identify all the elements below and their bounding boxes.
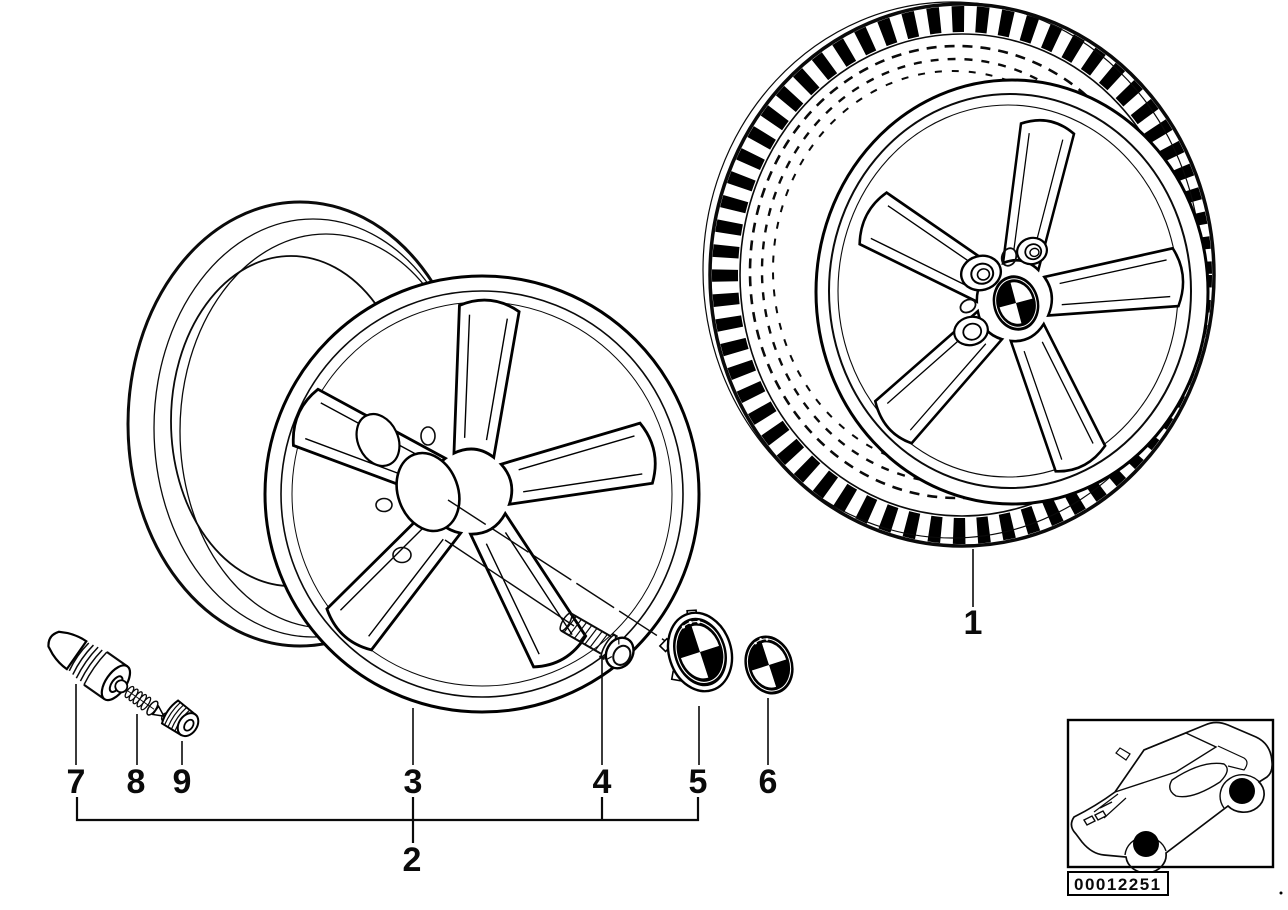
- wheel-bolt-part4: [559, 612, 635, 670]
- stray-dot: [1279, 891, 1283, 895]
- axis-line-to-cap: [447, 499, 671, 645]
- hub-cap-part5: [658, 609, 734, 693]
- alloy-rim-exploded-part2-3: [126, 200, 701, 714]
- wheel-tire-assembly-part1: [702, 1, 1216, 548]
- bmw-roundel-icon: [672, 617, 728, 687]
- callout-3[interactable]: 3: [404, 763, 423, 801]
- car-silhouette-icon: [1070, 721, 1273, 874]
- group-bracket: [75, 797, 700, 843]
- bmw-roundel-icon: [992, 275, 1040, 331]
- callout-9[interactable]: 9: [173, 763, 192, 801]
- lug-nut: [959, 254, 1003, 292]
- lug-nut: [1016, 236, 1048, 266]
- axis-line-to-bolt: [444, 539, 575, 627]
- valve-hole: [1000, 247, 1018, 267]
- callout-1[interactable]: 1: [964, 604, 983, 642]
- callout-4[interactable]: 4: [593, 763, 612, 801]
- diagram-number: 00012251: [1074, 875, 1162, 894]
- car-position-thumbnail: [1066, 718, 1275, 874]
- rim-face-spoked: [263, 274, 701, 714]
- diagram-number-box: 00012251: [1067, 871, 1169, 896]
- lug-nut: [953, 315, 989, 347]
- callout-5[interactable]: 5: [689, 763, 708, 801]
- callout-7[interactable]: 7: [67, 763, 86, 801]
- callout-6[interactable]: 6: [759, 763, 778, 801]
- car-rear-wheel-marker: [1229, 778, 1255, 804]
- callout-leader-lines: [75, 549, 974, 843]
- callout-8[interactable]: 8: [127, 763, 146, 801]
- hub-bore: [395, 451, 461, 533]
- bmw-roundel-icon: [744, 635, 794, 695]
- valve-cap-part9: [160, 699, 200, 738]
- car-front-wheel-marker: [1133, 831, 1159, 857]
- bmw-emblem-part6: [744, 635, 794, 695]
- lug-hole: [355, 413, 401, 467]
- callout-2[interactable]: 2: [403, 841, 422, 879]
- tire-outer-edge: [708, 2, 1216, 548]
